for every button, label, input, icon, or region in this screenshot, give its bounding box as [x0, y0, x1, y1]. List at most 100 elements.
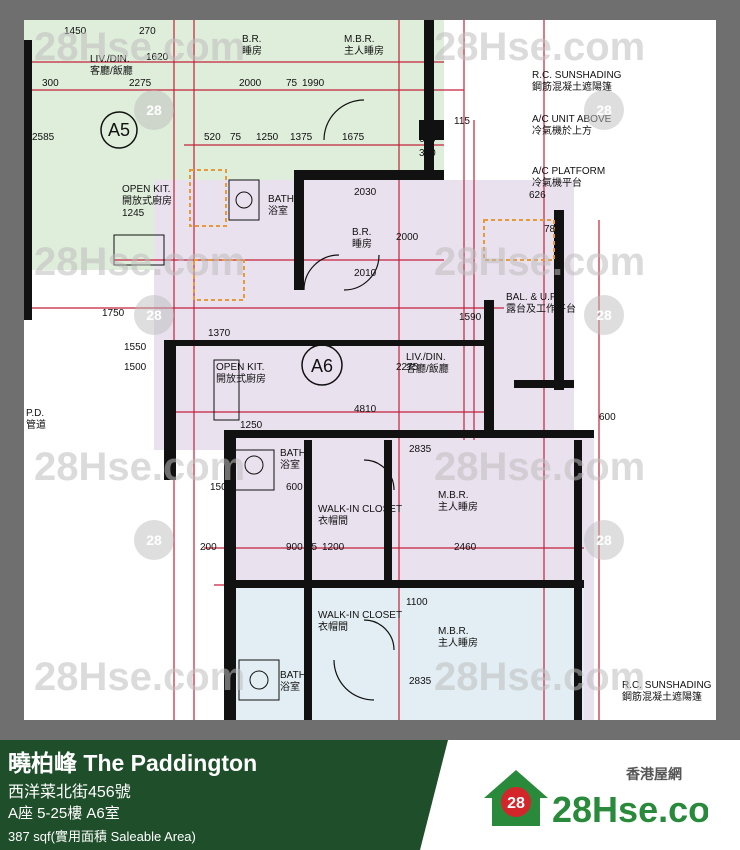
watermark-badge: 28: [596, 307, 612, 323]
room-label-zh: 浴室: [280, 680, 300, 693]
room-labels: B.R. 睡房 M.B.R. 主人睡房 LIV./DIN. 客廳/飯廳 OPEN…: [26, 34, 576, 693]
watermark-badges: [134, 90, 624, 560]
watermark-badge: 28: [146, 102, 162, 118]
dimension-label: 1100: [406, 597, 428, 608]
note-label: A/C UNIT ABOVE: [532, 114, 612, 125]
dimension-label: 630: [419, 134, 436, 145]
room-label: WALK-IN CLOSET: [318, 504, 402, 515]
dimension-label: 1245: [122, 208, 145, 219]
watermarks: 28Hse.com 28Hse.com 28Hse.com 28Hse.com …: [34, 25, 645, 699]
room-label-zh: 睡房: [242, 44, 262, 57]
dimension-label: 1620: [146, 52, 169, 63]
unit-label-a6: A6: [311, 356, 333, 376]
room-label: WALK-IN CLOSET: [318, 610, 402, 621]
room-label-zh: 開放式廚房: [122, 194, 172, 207]
floor-plan: A5 A6 B.R. 睡房 M.B.R. 主人睡房 LIV./DIN. 客廳/飯…: [24, 20, 716, 720]
note-label-zh: 冷氣機平台: [532, 176, 582, 189]
room-label: M.B.R.: [344, 34, 375, 45]
dimension-label: 150: [210, 482, 227, 493]
dimension-label: 1750: [102, 308, 125, 319]
dimension-label: 2030: [354, 187, 377, 198]
brand-logo[interactable]: 28 28Hse.com: [478, 762, 708, 832]
room-label-zh: 浴室: [268, 204, 288, 217]
dimension-label: 2460: [454, 542, 477, 553]
room-label-zh: 客廳/飯廳: [90, 64, 133, 77]
dimension-label: 626: [529, 190, 546, 201]
room-label-zh: 浴室: [280, 458, 300, 471]
room-label: LIV./DIN.: [406, 352, 446, 363]
watermark-badge: 28: [596, 102, 612, 118]
watermark-badge: 28: [596, 532, 612, 548]
building-title: 曉柏峰 The Paddington: [8, 750, 258, 776]
watermark-text: 28Hse.com: [34, 25, 245, 69]
watermark-badge: 28: [146, 532, 162, 548]
dimension-label: 1250: [256, 132, 279, 143]
watermark-text: 28Hse.com: [434, 25, 645, 69]
unit-marker-a6: [301, 344, 343, 386]
unit-info: A座 5-25樓 A6室: [8, 805, 120, 822]
dimension-label: 1450: [64, 26, 87, 37]
room-label-zh: 主人睡房: [438, 636, 478, 649]
room-label: M.B.R.: [438, 626, 469, 637]
dimension-label: 350: [419, 148, 436, 159]
room-label: BATH: [268, 194, 294, 205]
dimension-label: 115: [454, 116, 470, 127]
brand-name-cn: 香港屋網: [626, 766, 682, 782]
unit-marker-a5: [100, 111, 138, 149]
dimension-label: 75: [230, 132, 242, 143]
room-label-zh: 衣帽間: [318, 620, 348, 633]
watermark-text: 28Hse.com: [434, 240, 645, 284]
saleable-area: 387 sqf(實用面積 Saleable Area): [8, 829, 196, 844]
note-label: R.C. SUNSHADING: [622, 680, 712, 691]
note-label: A/C PLATFORM: [532, 166, 605, 177]
dimension-label: 1370: [208, 328, 231, 339]
dimension-label: 600: [599, 412, 616, 423]
dimension-label: 1590: [459, 312, 482, 323]
watermark-text: 28Hse.com: [34, 445, 245, 489]
dimension-label: 2835: [409, 676, 432, 687]
watermark-text: 28Hse.com: [434, 445, 645, 489]
room-label-zh: 開放式廚房: [216, 372, 266, 385]
dimension-label: 2000: [396, 232, 419, 243]
logo-text: 28Hse.com: [552, 789, 708, 830]
dimension-label: 520: [204, 132, 221, 143]
walls: [24, 20, 594, 720]
dimension-label: 270: [139, 26, 156, 37]
watermark-badge-text: 28 28 28 28 28 28: [146, 102, 612, 548]
watermark-badge: 28: [146, 307, 162, 323]
dimension-label: 1500: [124, 362, 147, 373]
ac-platform-outline: [189, 169, 555, 301]
exterior-area: [24, 320, 154, 720]
dimension-label: 200: [200, 542, 217, 553]
listing-info-panel: 曉柏峰 The Paddington 西洋菜北街456號 A座 5-25樓 A6…: [0, 740, 448, 850]
door-swings: [303, 99, 395, 701]
note-label: R.C. SUNSHADING: [532, 70, 622, 81]
dimension-label: 780: [544, 224, 561, 235]
dimension-label: 1200: [322, 542, 345, 553]
room-label: P.D.: [26, 408, 44, 419]
fixtures: [113, 179, 280, 701]
plan-notes: R.C. SUNSHADING 鋼筋混凝土遮陽篷 A/C UNIT ABOVE …: [532, 70, 712, 703]
dimension-label: 2010: [354, 268, 377, 279]
dimension-label: 2000: [239, 78, 262, 89]
unit-label-a5: A5: [108, 120, 130, 140]
room-label: BATH: [280, 448, 306, 459]
listing-footer: 曉柏峰 The Paddington 西洋菜北街456號 A座 5-25樓 A6…: [0, 740, 740, 850]
dimension-label: 1250: [240, 420, 263, 431]
room-label: BATH: [280, 670, 306, 681]
note-label-zh: 冷氣機於上方: [532, 124, 592, 137]
watermark-text: 28Hse.com: [34, 655, 245, 699]
dimension-label: 1375: [290, 132, 313, 143]
room-label-zh: 管道: [26, 418, 46, 431]
room-label-zh: 衣帽間: [318, 514, 348, 527]
building-address: 西洋菜北街456號: [8, 784, 131, 801]
dimension-label: 900: [286, 542, 303, 553]
dimension-label: 2275: [129, 78, 152, 89]
note-label-zh: 鋼筋混凝土遮陽篷: [622, 690, 702, 703]
watermark-text: 28Hse.com: [34, 240, 245, 284]
room-label: OPEN KIT.: [122, 184, 170, 195]
room-label-zh: 露台及工作平台: [506, 302, 576, 315]
room-label: LIV./DIN.: [90, 54, 130, 65]
dimension-label: 4810: [354, 404, 377, 415]
